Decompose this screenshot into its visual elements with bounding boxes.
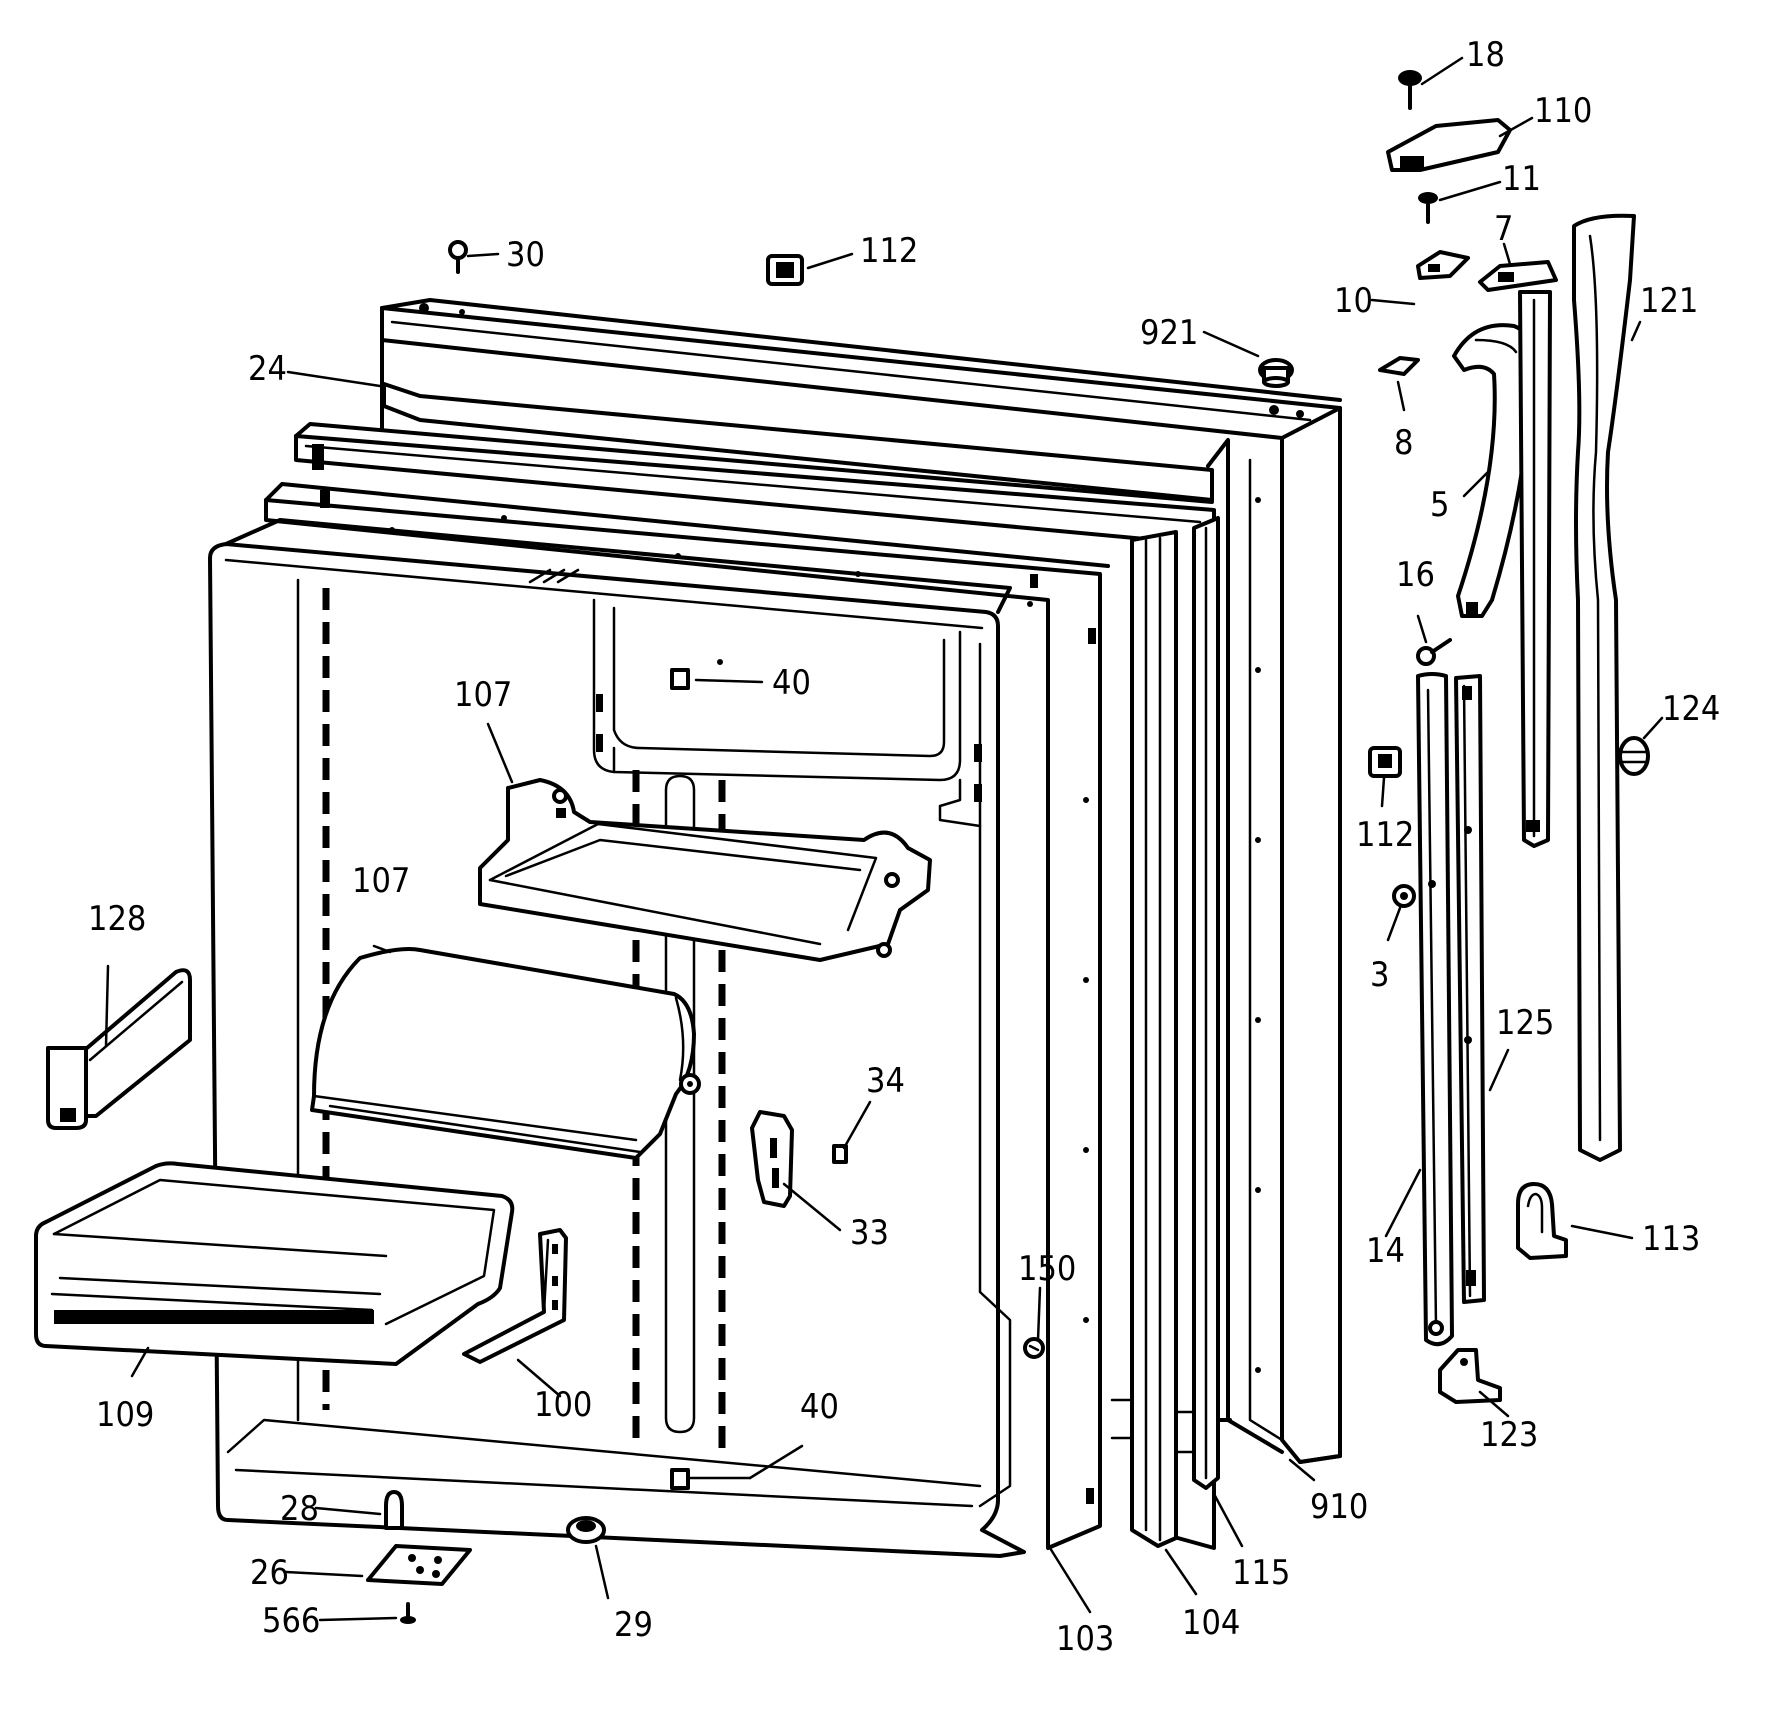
- clip-40-bottom: [670, 1468, 690, 1490]
- bracket-100: [462, 1228, 568, 1364]
- callout-label: 921: [1140, 313, 1198, 353]
- callout-label: 40: [800, 1387, 839, 1427]
- callout-label: 14: [1366, 1231, 1405, 1271]
- callout-label: 16: [1396, 555, 1435, 595]
- callout-label: 8: [1394, 423, 1413, 463]
- butter-door-part: [46, 968, 192, 1130]
- callout-label: 24: [248, 349, 287, 389]
- dairy-compartment-cover: [310, 947, 701, 1160]
- door-gasket-layers: [294, 422, 1220, 1550]
- bracket-33: [750, 1110, 794, 1208]
- callout-label: 18: [1466, 35, 1505, 75]
- callout-label: 124: [1662, 689, 1720, 729]
- callout-label: 107: [352, 861, 410, 901]
- callout-label: 30: [506, 235, 545, 275]
- small-hardware-parts: [366, 240, 1294, 1624]
- callout-label: 5: [1430, 485, 1449, 525]
- door-bin: [34, 1161, 515, 1366]
- callout-label: 107: [454, 675, 512, 715]
- callout-label: 115: [1232, 1553, 1290, 1593]
- hinge-and-handle-parts: [1368, 70, 1650, 1404]
- callout-label: 103: [1056, 1619, 1114, 1659]
- callout-label: 33: [850, 1213, 889, 1253]
- part-34: [832, 1144, 848, 1164]
- callout-label: 109: [96, 1395, 154, 1435]
- callout-label: 11: [1502, 159, 1541, 199]
- callout-label: 26: [250, 1553, 289, 1593]
- part-150: [1023, 1337, 1045, 1359]
- callout-label: 100: [534, 1385, 592, 1425]
- callout-label: 112: [860, 231, 918, 271]
- callout-label: 28: [280, 1489, 319, 1529]
- callout-label: 112: [1356, 815, 1414, 855]
- callout-label: 150: [1018, 1249, 1076, 1289]
- callout-label: 910: [1310, 1487, 1368, 1527]
- callout-label: 128: [88, 899, 146, 939]
- callout-label: 113: [1642, 1219, 1700, 1259]
- outer-door-panel: [380, 298, 1342, 1464]
- callout-label: 10: [1334, 281, 1373, 321]
- upper-door-shelf: [478, 778, 932, 962]
- callout-label: 40: [772, 663, 811, 703]
- clip-40-top: [670, 668, 690, 690]
- callout-label: 104: [1182, 1603, 1240, 1643]
- inner-frame: [264, 482, 1110, 1550]
- callout-label: 125: [1496, 1003, 1554, 1043]
- leader-lines: [104, 56, 1664, 1622]
- callout-label: 121: [1640, 281, 1698, 321]
- callout-label: 123: [1480, 1415, 1538, 1455]
- callout-label: 566: [262, 1601, 320, 1641]
- callout-label: 7: [1494, 209, 1513, 249]
- callout-label: 29: [614, 1605, 653, 1645]
- callout-label: 34: [866, 1061, 905, 1101]
- callout-labels: 18 110 11 30 112 7 121 10 921 24 8 5 16 …: [88, 35, 1720, 1659]
- callout-label: 3: [1370, 955, 1389, 995]
- callout-label: 110: [1534, 91, 1592, 131]
